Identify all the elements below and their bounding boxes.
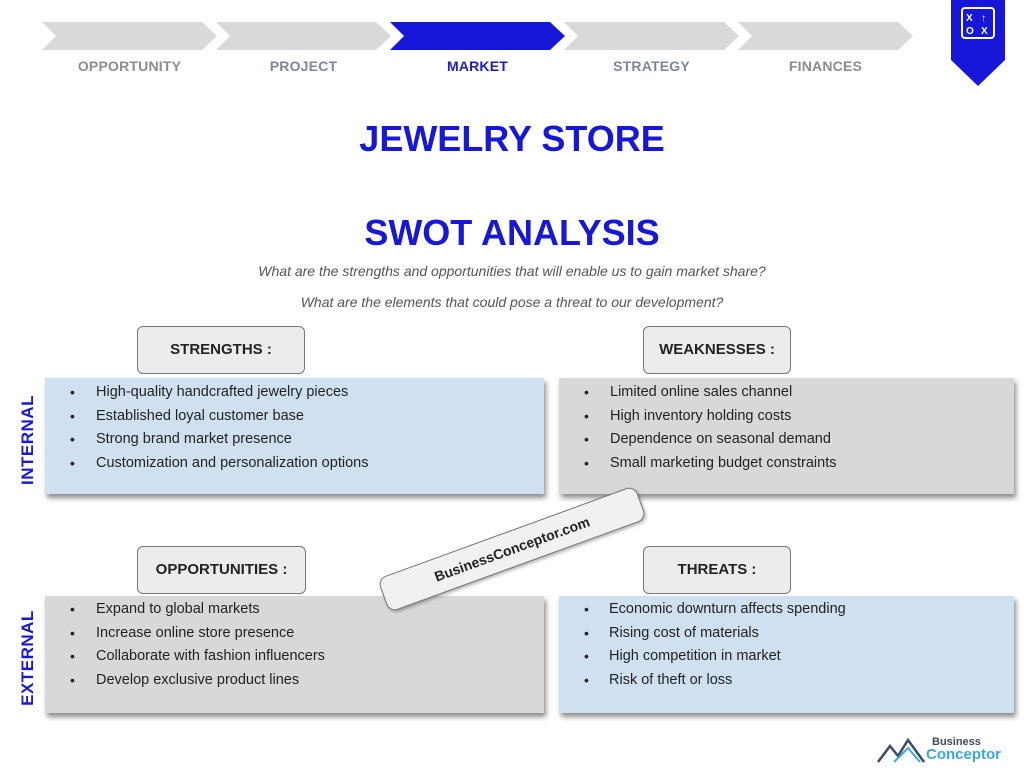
page-subtitle: SWOT ANALYSIS: [364, 212, 660, 253]
brand-line2: Conceptor: [926, 746, 1001, 763]
step-label-market: MARKET: [446, 58, 509, 74]
list-item: Established loyal customer base: [45, 405, 544, 429]
step-label-opportunity: OPPORTUNITY: [77, 58, 182, 74]
watermark-stamp: BusinessConceptor.com: [377, 485, 647, 613]
list-item: High-quality handcrafted jewelry pieces: [45, 381, 544, 405]
step-finances[interactable]: [738, 22, 913, 50]
strategy-board-icon[interactable]: X ↑ O X: [951, 0, 1005, 86]
svg-text:O: O: [966, 26, 974, 37]
threats-list: Economic downturn affects spending Risin…: [559, 596, 1014, 692]
step-market[interactable]: [390, 22, 565, 50]
step-label-project: PROJECT: [269, 58, 338, 74]
mountain-icon: [877, 737, 926, 763]
svg-text:↑: ↑: [981, 13, 986, 24]
strengths-box: High-quality handcrafted jewelry pieces …: [45, 378, 544, 494]
list-item: Dependence on seasonal demand: [559, 428, 1014, 452]
strengths-header: STRENGTHS :: [137, 326, 305, 374]
list-item: High inventory holding costs: [559, 405, 1014, 429]
step-label-strategy: STRATEGY: [613, 58, 690, 74]
list-item: Small marketing budget constraints: [559, 452, 1014, 476]
list-item: Rising cost of materials: [559, 622, 1014, 646]
brand-logo: Business Conceptor: [876, 734, 1016, 764]
threats-header: THREATS :: [643, 546, 791, 594]
svg-text:X: X: [981, 26, 988, 37]
list-item: Increase online store presence: [45, 622, 544, 646]
brand-line1: Business: [932, 736, 981, 748]
question-1: What are the strengths and opportunities…: [258, 263, 766, 279]
strengths-list: High-quality handcrafted jewelry pieces …: [45, 378, 544, 475]
list-item: Strong brand market presence: [45, 428, 544, 452]
question-2: What are the elements that could pose a …: [300, 294, 724, 310]
step-project[interactable]: [216, 22, 391, 50]
weaknesses-box: Limited online sales channel High invent…: [559, 378, 1014, 494]
list-item: Develop exclusive product lines: [45, 669, 544, 693]
weaknesses-list: Limited online sales channel High invent…: [559, 378, 1014, 475]
weaknesses-header: WEAKNESSES :: [643, 326, 791, 374]
step-strategy[interactable]: [564, 22, 739, 50]
list-item: Collaborate with fashion influencers: [45, 645, 544, 669]
list-item: Economic downturn affects spending: [559, 598, 1014, 622]
step-label-finances: FINANCES: [788, 58, 863, 74]
step-opportunity[interactable]: [42, 22, 217, 50]
list-item: Customization and personalization option…: [45, 452, 544, 476]
opportunities-header: OPPORTUNITIES :: [137, 546, 306, 594]
list-item: Limited online sales channel: [559, 381, 1014, 405]
list-item: High competition in market: [559, 645, 1014, 669]
threats-box: Economic downturn affects spending Risin…: [559, 596, 1014, 713]
progress-nav: OPPORTUNITY PROJECT MARKET STRATEGY FINA…: [42, 22, 922, 82]
page-title: JEWELRY STORE: [359, 118, 665, 159]
svg-text:X: X: [966, 13, 973, 24]
opportunities-box: Expand to global markets Increase online…: [45, 596, 544, 713]
list-item: Expand to global markets: [45, 598, 544, 622]
list-item: Risk of theft or loss: [559, 669, 1014, 693]
internal-label: INTERNAL: [18, 395, 37, 485]
external-label: EXTERNAL: [18, 610, 37, 706]
opportunities-list: Expand to global markets Increase online…: [45, 596, 544, 692]
